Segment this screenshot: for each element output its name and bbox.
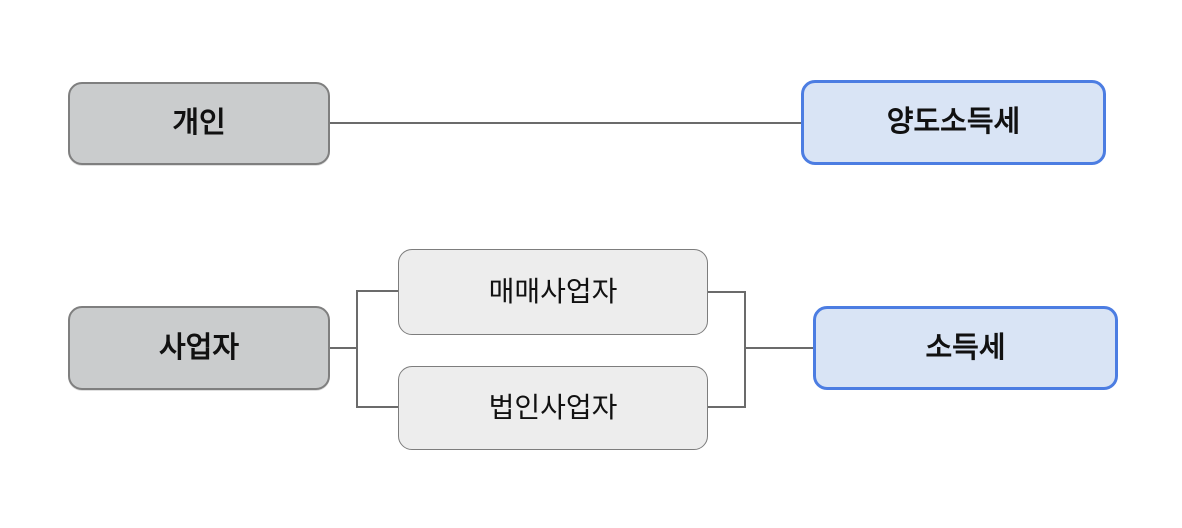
node-income-tax: 소득세	[813, 306, 1118, 390]
node-capital-gains-tax-label: 양도소득세	[886, 106, 1021, 138]
connector-left-bracket-vertical	[356, 290, 358, 408]
connector-right-bracket-vertical	[744, 291, 746, 408]
node-individual: 개인	[68, 82, 330, 165]
node-capital-gains-tax: 양도소득세	[801, 80, 1106, 165]
node-trading-business-label: 매매사업자	[488, 276, 618, 307]
connector-income-tax-stub	[744, 347, 813, 349]
connector-trading-business-to-income-tax	[707, 291, 746, 293]
node-business-label: 사업자	[158, 331, 240, 364]
connector-business-stub	[329, 347, 357, 349]
connector-individual-to-capital-gains-tax	[329, 122, 801, 124]
connector-business-to-corporate-business	[356, 406, 398, 408]
node-business: 사업자	[68, 306, 330, 390]
node-income-tax-label: 소득세	[925, 331, 1006, 364]
node-corporate-business-label: 법인사업자	[488, 392, 618, 423]
connector-corporate-business-to-income-tax	[707, 406, 746, 408]
connector-business-to-trading-business	[356, 290, 398, 292]
node-trading-business: 매매사업자	[398, 249, 708, 335]
node-corporate-business: 법인사업자	[398, 366, 708, 450]
node-individual-label: 개인	[172, 107, 226, 139]
